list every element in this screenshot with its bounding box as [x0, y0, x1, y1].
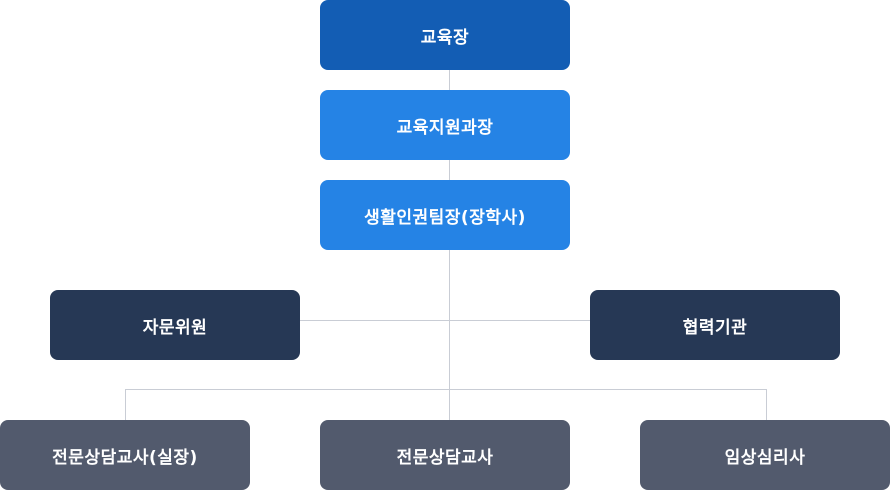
node-label: 교육지원과장	[396, 117, 494, 138]
node-label: 협력기관	[682, 317, 748, 338]
node-advisors: 자문위원	[50, 290, 300, 360]
node-label: 생활인권팀장(장학사)	[364, 207, 526, 228]
connector-horizontal-side	[300, 320, 590, 321]
node-team-leader: 생활인권팀장(장학사)	[320, 180, 570, 250]
node-clinical-psychologist: 임상심리사	[640, 420, 890, 490]
node-chief-counselor: 전문상담교사(실장)	[0, 420, 250, 490]
node-label: 자문위원	[142, 317, 208, 338]
node-support-director: 교육지원과장	[320, 90, 570, 160]
connector-right-drop	[766, 389, 767, 420]
node-label: 교육장	[420, 27, 470, 48]
node-label: 전문상담교사	[396, 447, 494, 468]
node-label: 전문상담교사(실장)	[52, 447, 198, 468]
node-label: 임상심리사	[724, 447, 806, 468]
connector-horizontal-bottom	[125, 389, 766, 390]
node-counselor: 전문상담교사	[320, 420, 570, 490]
node-partners: 협력기관	[590, 290, 840, 360]
node-superintendent: 교육장	[320, 0, 570, 70]
connector-left-drop	[125, 389, 126, 420]
